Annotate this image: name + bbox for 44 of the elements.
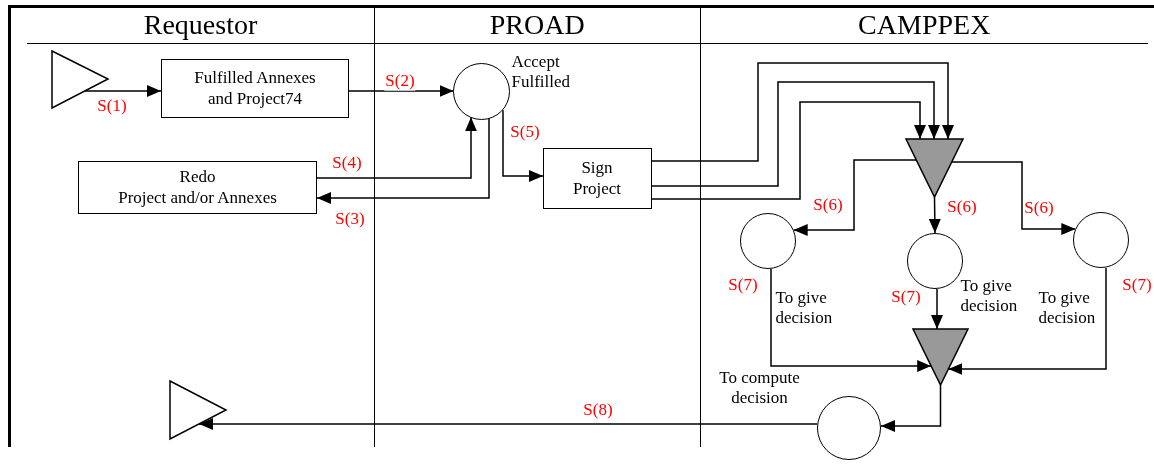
box-text: Project and/or Annexes — [118, 187, 277, 208]
arrow — [502, 109, 544, 182]
lane-header: CAMPPEX — [701, 8, 1148, 44]
process-box — [78, 161, 317, 214]
arrow — [348, 85, 455, 97]
arrow — [770, 268, 932, 372]
edge-label: S(7) — [890, 287, 922, 307]
node-label: To give decision — [775, 288, 834, 329]
arrow — [198, 418, 818, 430]
swimlane — [8, 5, 374, 447]
edge-label: S(3) — [334, 209, 366, 229]
node-label: To give decision — [1038, 288, 1097, 329]
swimlane — [374, 5, 700, 447]
edge-label: S(2) — [384, 71, 416, 91]
arrow — [928, 196, 941, 234]
edge-label: S(8) — [582, 400, 614, 420]
box-text: Fulfilled Annexes and Project74 — [193, 68, 317, 109]
arrow — [651, 81, 940, 187]
arrow — [947, 267, 1107, 375]
edge-label: S(5) — [509, 122, 541, 142]
arrow — [792, 159, 917, 236]
arrow — [950, 161, 1077, 235]
edge-label: S(7) — [727, 275, 759, 295]
edge-label: S(1) — [96, 96, 128, 116]
process-box — [161, 59, 349, 118]
node-label: Accept Fulfilled — [511, 52, 572, 93]
lane-header: Requestor — [27, 8, 374, 44]
edge-label: S(6) — [946, 197, 978, 217]
box-text: Sign Project — [571, 158, 623, 199]
edge-label: S(7) — [1121, 275, 1153, 295]
node-label: To compute decision — [718, 368, 801, 409]
box-text: Redo — [179, 167, 216, 188]
arrow — [880, 384, 942, 432]
arrow — [651, 101, 926, 200]
arrow — [931, 288, 943, 330]
lane-header: PROAD — [375, 8, 700, 44]
process-box — [542, 148, 652, 209]
node-label: To give decision — [960, 276, 1019, 317]
edge-label: S(4) — [331, 153, 363, 173]
arrow — [651, 62, 954, 162]
arrow — [316, 116, 477, 179]
arrow — [316, 117, 490, 204]
edge-label: S(6) — [812, 195, 844, 215]
edge-label: S(6) — [1023, 198, 1055, 218]
